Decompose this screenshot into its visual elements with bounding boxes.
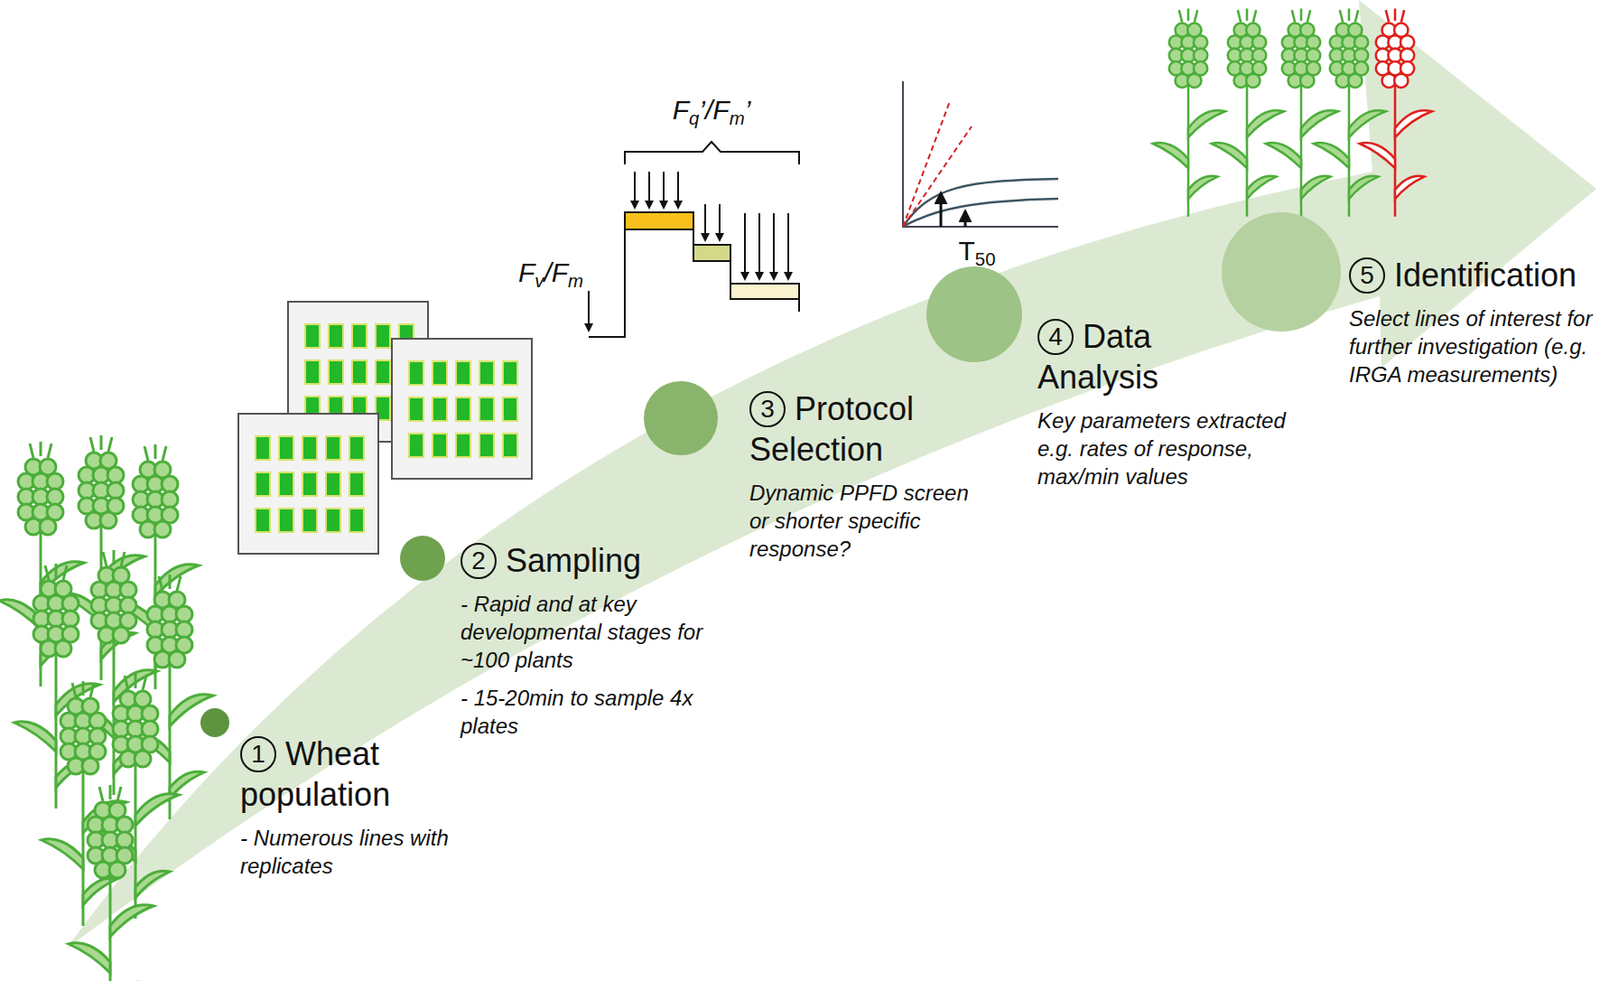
leaf-sample — [455, 433, 471, 457]
step-circle — [400, 535, 446, 581]
leaf-sample — [432, 397, 447, 421]
step-circle — [1221, 212, 1341, 332]
wheat-cluster — [0, 435, 214, 981]
leaf-sample — [328, 360, 344, 384]
t50-label: T50 — [958, 235, 996, 270]
step-description: Select lines of interest for further inv… — [1348, 304, 1595, 390]
leaf-sample — [255, 472, 270, 496]
step-description: - Numerous lines with replicates — [240, 823, 457, 880]
leaf-sample — [432, 361, 447, 385]
subscript: v — [534, 270, 544, 291]
plate — [391, 338, 532, 479]
leaf-sample — [432, 433, 447, 457]
selected-wheat — [1153, 8, 1387, 216]
leaf-sample — [328, 324, 344, 348]
leaf-sample — [279, 472, 294, 496]
step-description: Dynamic PPFD screen or shorter specific … — [749, 478, 989, 564]
leaf-sample — [305, 324, 320, 348]
step-description: - 15-20min to sample 4x plates — [460, 683, 732, 740]
leaf-sample — [349, 472, 364, 496]
step-title: Sampling — [505, 541, 642, 579]
yield-label: Fq’/Fm’ — [672, 94, 752, 130]
leaf-sample — [325, 508, 341, 532]
leaf-sample — [279, 508, 294, 532]
selected-line — [1359, 8, 1433, 216]
subscript: m — [729, 108, 745, 129]
leaf-sample — [502, 433, 518, 457]
step-title: Identification — [1394, 256, 1577, 294]
step-circle — [926, 266, 1023, 363]
leaf-sample — [409, 433, 424, 457]
subscript: 50 — [975, 249, 996, 270]
step-node: 2Sampling - Rapid and at key developmenta… — [460, 539, 732, 740]
leaf-sample — [349, 436, 364, 460]
leaf-sample — [305, 360, 320, 384]
step-node: 4Data AnalysisKey parameters extracted e… — [1037, 316, 1291, 492]
leaf-sample — [479, 433, 494, 457]
plate — [238, 413, 379, 554]
leaf-sample — [302, 508, 317, 532]
step-heading: 5Identification — [1348, 254, 1595, 296]
subscript: q — [688, 108, 699, 129]
response-graph — [902, 81, 1059, 227]
leaf-sample — [325, 436, 341, 460]
step-circle — [643, 381, 718, 456]
step-number: 5 — [1348, 257, 1386, 294]
step-description: - Rapid and at key developmental stages … — [460, 589, 732, 675]
leaf-sample — [352, 324, 367, 348]
leaf-sample — [352, 360, 367, 384]
leaf-sample — [409, 397, 424, 421]
leaf-sample — [255, 436, 270, 460]
leaf-sample — [455, 397, 471, 421]
step-number: 2 — [460, 542, 497, 579]
step-heading: 4Data Analysis — [1037, 316, 1228, 398]
leaf-sample — [479, 397, 494, 421]
max-yield-label: Fv/Fm — [518, 257, 584, 292]
step-heading: 3Protocol Selection — [749, 388, 958, 470]
subscript: m — [567, 270, 584, 291]
step-heading: 1Wheat population — [240, 733, 457, 815]
leaf-sample — [279, 436, 294, 460]
protocol-trace — [588, 141, 800, 337]
step-number: 4 — [1037, 318, 1074, 355]
leaf-sample — [375, 360, 391, 384]
leaf-sample — [409, 361, 424, 385]
leaf-sample — [502, 397, 518, 421]
step-node: 5IdentificationSelect lines of interest … — [1348, 254, 1595, 390]
leaf-sample — [375, 324, 391, 348]
step-number: 1 — [240, 735, 277, 773]
leaf-sample — [302, 436, 317, 460]
step-circle — [200, 707, 230, 737]
leaf-sample — [302, 472, 317, 496]
leaf-sample — [479, 361, 494, 385]
step-node: 1Wheat population - Numerous lines with r… — [240, 733, 457, 880]
step-heading: 2Sampling — [460, 539, 732, 581]
step-number: 3 — [749, 390, 786, 428]
leaf-sample — [502, 361, 518, 385]
leaf-sample — [255, 508, 270, 532]
leaf-sample — [325, 472, 341, 496]
big-arrow — [65, 0, 1597, 949]
step-description: Key parameters extracted e.g. rates of r… — [1037, 406, 1291, 492]
step-node: 3Protocol SelectionDynamic PPFD screen o… — [749, 388, 989, 564]
leaf-sample — [349, 508, 364, 532]
leaf-sample — [455, 361, 471, 385]
sample-plates — [238, 301, 532, 554]
